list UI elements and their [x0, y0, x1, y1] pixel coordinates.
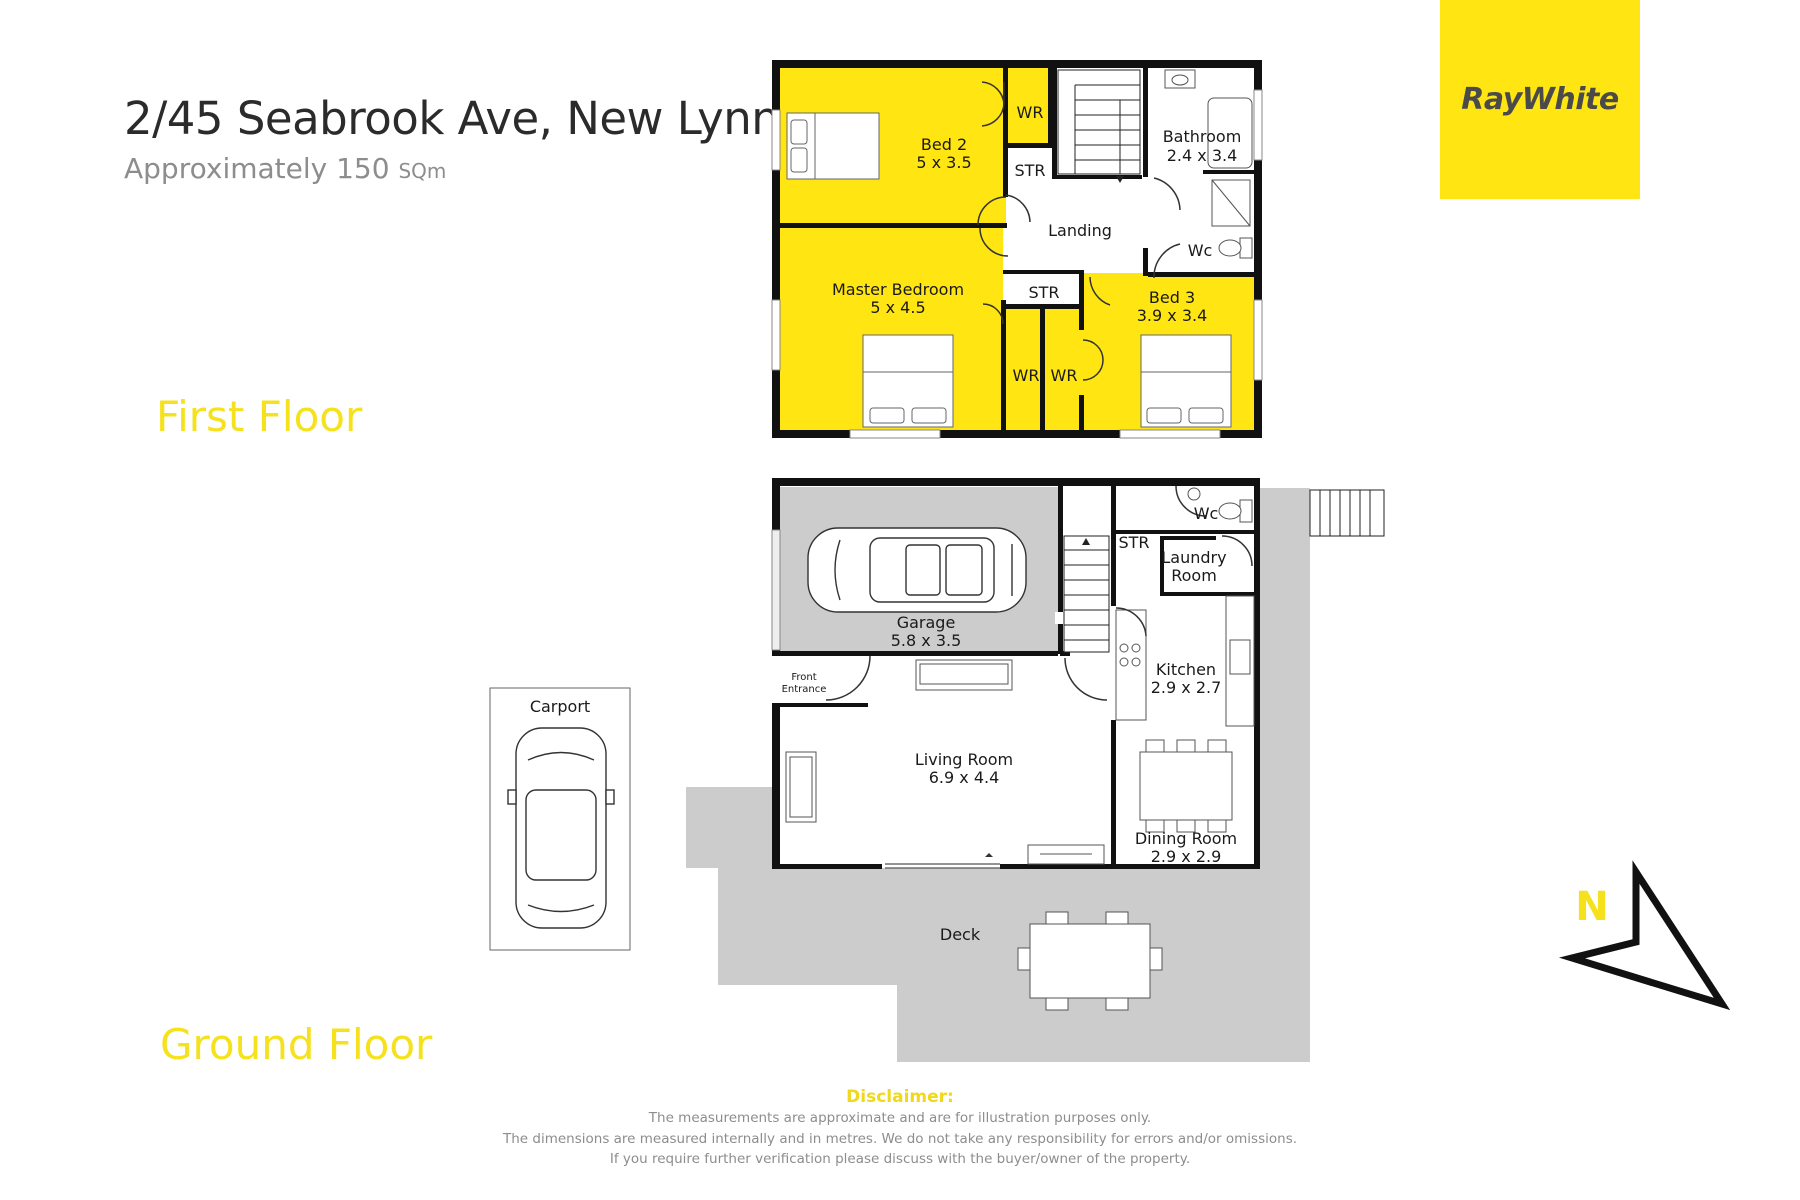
sliding-door — [885, 863, 1000, 869]
bed-icon — [786, 112, 880, 180]
ground-floor-doors — [825, 485, 1253, 701]
str-ground-label: STR — [1118, 533, 1149, 552]
slide-arrow-icon — [985, 853, 993, 857]
ground-staircase — [1063, 535, 1110, 653]
window — [1253, 89, 1263, 161]
window — [771, 299, 781, 371]
disclaimer-line-2: The dimensions are measured internally a… — [502, 1130, 1298, 1147]
window — [771, 109, 781, 171]
wc-ground-label: Wc — [1194, 504, 1219, 523]
bathroom-fixtures — [1164, 69, 1253, 227]
ground-floor-label: Ground Floor — [160, 1020, 433, 1069]
external-stairs — [1309, 489, 1385, 537]
armchair-icon — [785, 751, 817, 823]
wr-bed2-fill — [1007, 67, 1051, 145]
wr-master-fill — [1003, 308, 1040, 431]
laundry-label-line1: Laundry — [1161, 548, 1226, 567]
upper-staircase — [1057, 69, 1141, 175]
wc-upper-label: Wc — [1188, 241, 1213, 260]
toilet-icon — [1218, 237, 1253, 259]
tv-unit-icon — [1027, 844, 1105, 865]
carport-car-icon — [507, 727, 615, 929]
first-floor-walls — [772, 60, 1262, 438]
disclaimer-line-1: The measurements are approximate and are… — [648, 1110, 1152, 1126]
floor-area-value: Approximately 150 — [124, 152, 390, 185]
front-entrance-line1: Front — [791, 672, 816, 683]
deck-label: Deck — [940, 925, 981, 944]
bed3-label: Bed 3 — [1149, 288, 1195, 307]
bathroom-size: 2.4 x 3.4 — [1167, 146, 1238, 165]
toilet-icon — [1187, 487, 1253, 523]
window — [849, 429, 941, 439]
kitchen-counters — [1115, 595, 1255, 727]
kitchen-label: Kitchen — [1156, 660, 1216, 679]
window — [1119, 429, 1221, 439]
garage-size: 5.8 x 3.5 — [891, 631, 962, 650]
living-room-size: 6.9 x 4.4 — [929, 768, 1000, 787]
bed2-label: Bed 2 — [921, 135, 967, 154]
bed-icon — [862, 334, 954, 428]
first-floor-doors — [977, 81, 1181, 381]
garage-window — [771, 529, 781, 651]
kitchen-size: 2.9 x 2.7 — [1151, 678, 1222, 697]
wr-bed2-label: WR — [1017, 103, 1044, 122]
str-mid-label: STR — [1028, 283, 1059, 302]
disclaimer-line-3: If you require further verification plea… — [609, 1151, 1191, 1167]
bed2-size: 5 x 3.5 — [916, 153, 971, 172]
raywhite-logo-text: RayWhite — [1461, 82, 1619, 117]
floor-area: Approximately 150 SQm — [124, 152, 446, 185]
sofa-icon — [915, 659, 1013, 691]
garage-label: Garage — [897, 613, 956, 632]
bed-icon — [1140, 334, 1232, 428]
master-bedroom-size: 5 x 4.5 — [870, 298, 925, 317]
wr-bed3-label: WR — [1051, 366, 1078, 385]
garage-car-icon — [807, 527, 1027, 613]
property-address: 2/45 Seabrook Ave, New Lynn — [124, 92, 780, 145]
compass-north-label: N — [1575, 884, 1608, 930]
window — [1253, 299, 1263, 381]
first-floor-plan: Bed 2 5 x 3.5 WR STR Bathroom 2.4 x 3.4 … — [771, 60, 1263, 439]
first-floor-label: First Floor — [156, 392, 363, 441]
stair-arrow-icon — [1116, 176, 1124, 183]
wr-master-label: WR — [1013, 366, 1040, 385]
floor-area-unit: SQm — [398, 159, 447, 183]
compass-icon: N — [1558, 860, 1731, 1011]
ground-floor-plan: Garage 5.8 x 3.5 STR Wc Laundry Room Fro… — [489, 478, 1385, 1062]
carport-label: Carport — [530, 697, 590, 716]
dining-room-size: 2.9 x 2.9 — [1151, 847, 1222, 866]
dining-room-label: Dining Room — [1135, 829, 1237, 848]
disclaimer: Disclaimer: The measurements are approxi… — [0, 1086, 1800, 1170]
dining-table-icon — [1139, 739, 1233, 833]
bathroom-label: Bathroom — [1163, 127, 1242, 146]
str-upper-label: STR — [1014, 161, 1045, 180]
garage-door-gap — [1055, 612, 1063, 624]
laundry-label-line2: Room — [1171, 566, 1217, 585]
landing-label: Landing — [1048, 221, 1112, 240]
front-entrance-line2: Entrance — [782, 684, 827, 695]
master-bedroom-label: Master Bedroom — [832, 280, 964, 299]
stair-arrow-icon — [1082, 538, 1090, 545]
raywhite-logo: RayWhite — [1440, 0, 1640, 199]
living-room-label: Living Room — [915, 750, 1013, 769]
disclaimer-heading: Disclaimer: — [846, 1087, 954, 1107]
bed3-size: 3.9 x 3.4 — [1137, 306, 1208, 325]
wr-bed3-fill — [1044, 308, 1081, 431]
deck-table-icon — [1017, 911, 1163, 1011]
deck-fill — [686, 488, 1310, 1062]
